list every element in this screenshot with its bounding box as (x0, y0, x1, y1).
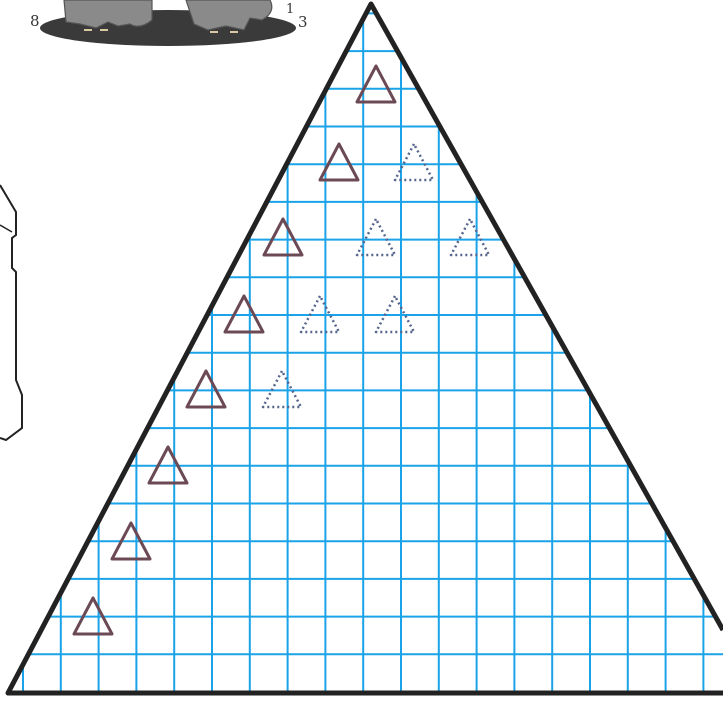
corner-number-right-small: 1 (286, 2, 294, 17)
side-drawing-outline (0, 185, 22, 440)
elephants-illustration (40, 0, 296, 46)
corner-number-left: 8 (30, 12, 40, 30)
solid-triangle (264, 219, 302, 255)
solid-triangle (187, 371, 225, 407)
side-drawing-inner-line (0, 225, 12, 232)
big-triangle-outline (8, 4, 723, 693)
dotted-triangle (451, 219, 489, 255)
corner-number-right: 3 (298, 13, 308, 31)
dotted-triangle (263, 371, 301, 407)
